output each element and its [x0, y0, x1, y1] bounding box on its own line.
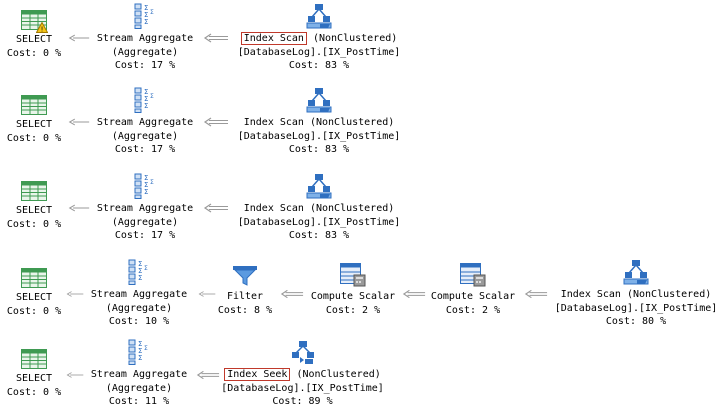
select-result-icon [21, 349, 47, 369]
stream-aggregate-node[interactable]: Stream Aggregate (Aggregate) Cost: 11 % [84, 339, 194, 409]
aggregate-title: Stream Aggregate [90, 369, 188, 380]
select-title: SELECT [15, 205, 53, 216]
filter-icon [232, 265, 258, 287]
stream-aggregate-node[interactable]: Stream Aggregate (Aggregate) Cost: 17 % [90, 87, 200, 157]
index-seek-node[interactable]: Index Seek (NonClustered) [DatabaseLog].… [215, 339, 390, 409]
index-scan-title: Index Scan [240, 32, 307, 45]
select-title: SELECT [15, 119, 53, 130]
plan-arrow-wide [524, 289, 548, 299]
index-object: [DatabaseLog].[IX_PostTime] [237, 46, 401, 58]
aggregate-subtitle: (Aggregate) [111, 216, 179, 228]
index-object: [DatabaseLog].[IX_PostTime] [237, 216, 401, 228]
select-node[interactable]: SELECT Cost: 0 % [4, 181, 64, 231]
index-scan-node[interactable]: Index Scan (NonClustered) [DatabaseLog].… [228, 3, 410, 73]
index-scan-icon [306, 87, 332, 113]
select-cost: Cost: 0 % [6, 305, 62, 317]
select-title: SELECT [15, 292, 53, 303]
filter-title: Filter [226, 291, 264, 302]
index-cost: Cost: 83 % [288, 144, 350, 155]
compute-title: Compute Scalar [430, 291, 516, 302]
aggregate-title: Stream Aggregate [96, 203, 194, 214]
filter-cost: Cost: 8 % [217, 304, 273, 316]
select-node[interactable]: SELECT Cost: 0 % [4, 10, 64, 60]
plan-arrow [68, 117, 90, 127]
index-scan-node[interactable]: Index Scan (NonClustered) [DatabaseLog].… [546, 259, 726, 329]
stream-aggregate-icon [133, 173, 157, 199]
index-type: (NonClustered) [303, 117, 395, 128]
plan-arrow [66, 289, 84, 299]
aggregate-subtitle: (Aggregate) [111, 46, 179, 58]
index-type: (NonClustered) [306, 33, 398, 44]
compute-cost: Cost: 2 % [325, 304, 381, 316]
stream-aggregate-node[interactable]: Stream Aggregate (Aggregate) Cost: 17 % [90, 3, 200, 73]
select-result-icon [21, 95, 47, 115]
index-type: (NonClustered) [290, 369, 381, 380]
plan-arrow-wide [203, 203, 229, 213]
select-cost: Cost: 0 % [6, 132, 62, 144]
index-scan-title: Index Scan (NonClustered) [560, 289, 712, 300]
select-title: SELECT [15, 34, 53, 45]
index-scan-node[interactable]: Index Scan (NonClustered) [DatabaseLog].… [228, 87, 410, 157]
select-result-icon [21, 181, 47, 201]
plan-arrow-wide [203, 33, 229, 43]
aggregate-cost: Cost: 11 % [108, 396, 170, 407]
select-node[interactable]: SELECT Cost: 0 % [4, 268, 64, 318]
select-cost: Cost: 0 % [6, 386, 62, 398]
index-scan-title: Index Scan [243, 203, 304, 214]
select-node[interactable]: SELECT Cost: 0 % [4, 95, 64, 145]
aggregate-title: Stream Aggregate [90, 289, 188, 300]
stream-aggregate-node[interactable]: Stream Aggregate (Aggregate) Cost: 10 % [84, 259, 194, 329]
stream-aggregate-icon [127, 259, 151, 285]
index-object: [DatabaseLog].[IX_PostTime] [237, 130, 401, 142]
aggregate-subtitle: (Aggregate) [105, 382, 173, 394]
aggregate-cost: Cost: 17 % [114, 144, 176, 155]
compute-cost: Cost: 2 % [445, 304, 501, 316]
plan-arrow-wide [203, 117, 229, 127]
index-scan-title: Index Scan [243, 117, 304, 128]
index-scan-icon [623, 259, 649, 285]
plan-arrow [68, 33, 90, 43]
select-node[interactable]: SELECT Cost: 0 % [4, 349, 64, 399]
filter-node[interactable]: Filter Cost: 8 % [210, 265, 280, 317]
warning-icon: ! [36, 22, 48, 33]
compute-title: Compute Scalar [310, 291, 396, 302]
index-cost: Cost: 80 % [605, 316, 667, 327]
aggregate-title: Stream Aggregate [96, 117, 194, 128]
stream-aggregate-icon [133, 3, 157, 29]
index-scan-icon [306, 173, 332, 199]
select-cost: Cost: 0 % [6, 47, 62, 59]
plan-arrow-wide [280, 289, 304, 299]
aggregate-subtitle: (Aggregate) [105, 302, 173, 314]
select-title: SELECT [15, 373, 53, 384]
index-cost: Cost: 83 % [288, 230, 350, 241]
compute-scalar-node[interactable]: Compute Scalar Cost: 2 % [422, 263, 524, 317]
stream-aggregate-icon [133, 87, 157, 113]
stream-aggregate-node[interactable]: Stream Aggregate (Aggregate) Cost: 17 % [90, 173, 200, 243]
stream-aggregate-icon [127, 339, 151, 365]
compute-scalar-icon [460, 263, 486, 287]
aggregate-subtitle: (Aggregate) [111, 130, 179, 142]
aggregate-cost: Cost: 17 % [114, 60, 176, 71]
aggregate-cost: Cost: 10 % [108, 316, 170, 327]
plan-arrow [68, 203, 90, 213]
index-type: (NonClustered) [303, 203, 395, 214]
plan-arrow [66, 370, 84, 380]
index-seek-title: Index Seek [224, 368, 291, 381]
aggregate-cost: Cost: 17 % [114, 230, 176, 241]
svg-text:!: ! [41, 26, 44, 34]
select-cost: Cost: 0 % [6, 218, 62, 230]
index-object: [DatabaseLog].[IX_PostTime] [554, 302, 718, 314]
aggregate-title: Stream Aggregate [96, 33, 194, 44]
index-seek-icon [290, 339, 316, 365]
compute-scalar-node[interactable]: Compute Scalar Cost: 2 % [302, 263, 404, 317]
index-scan-icon [306, 3, 332, 29]
select-result-icon [21, 268, 47, 288]
index-object: [DatabaseLog].[IX_PostTime] [221, 382, 384, 394]
index-cost: Cost: 83 % [288, 60, 350, 71]
index-scan-node[interactable]: Index Scan (NonClustered) [DatabaseLog].… [228, 173, 410, 243]
index-cost: Cost: 89 % [272, 396, 333, 407]
compute-scalar-icon [340, 263, 366, 287]
